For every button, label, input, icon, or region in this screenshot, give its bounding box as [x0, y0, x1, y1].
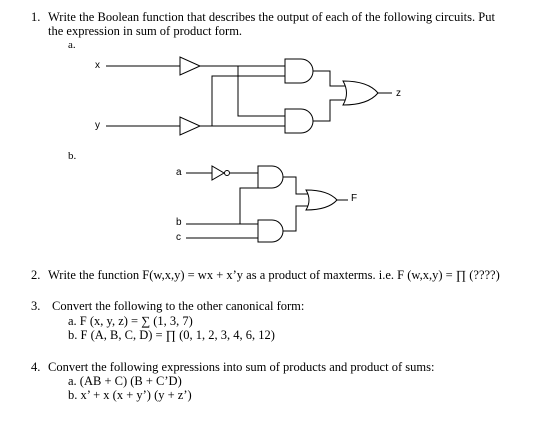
q3-part-b: b. F (A, B, C, D) = ∏ (0, 1, 2, 3, 4, 6,…	[68, 328, 275, 342]
not-gate-a	[211, 165, 225, 181]
q4-part-a: a. (AB + C) (B + C’D)	[68, 374, 182, 388]
q1-text-line1: Write the Boolean function that describe…	[48, 10, 495, 24]
and-gate-1	[284, 58, 314, 84]
wire-and1-to-or	[313, 70, 345, 87]
circuit-b-input-c: c	[176, 232, 181, 243]
q4-number: 4.	[31, 360, 41, 374]
q1-part-b-label: b.	[68, 150, 77, 162]
circuit-a-input-x: x	[95, 60, 100, 71]
q3-number: 3.	[31, 299, 41, 313]
circuit-a-input-y: y	[95, 120, 100, 131]
buffer-y	[179, 116, 202, 136]
and-gate-b2	[257, 219, 284, 243]
circuit-b-output-f: F	[351, 193, 358, 204]
wire-andb2-to-or	[283, 205, 308, 232]
circuit-b-input-b: b	[176, 217, 182, 228]
circuit-b	[186, 165, 348, 243]
q1-number: 1.	[31, 10, 41, 24]
wire-x-to-and2	[237, 66, 285, 117]
circuit-b-input-a: a	[176, 167, 182, 178]
q2-text: Write the function F(w,x,y) = wx + x’y a…	[48, 268, 500, 282]
q3-part-a: a. F (x, y, z) = ∑ (1, 3, 7)	[68, 314, 193, 328]
and-gate-b1	[257, 165, 284, 189]
q4-text: Convert the following expressions into s…	[48, 360, 435, 374]
or-gate	[342, 80, 379, 106]
q4-part-b: b. x’ + x (x + y’) (y + z’)	[68, 388, 192, 402]
wire-and2-to-or	[313, 99, 345, 122]
q3-text: Convert the following to the other canon…	[52, 299, 305, 313]
not-gate-bubble	[224, 170, 230, 176]
or-gate-b	[305, 189, 338, 211]
wire-y-to-and1	[211, 75, 285, 126]
wire-b-to-and1	[239, 187, 258, 224]
q2-number: 2.	[31, 268, 41, 282]
and-gate-2	[284, 108, 314, 134]
q1-part-a-label: a.	[68, 39, 76, 51]
circuit-a-output-z: z	[396, 88, 401, 99]
q1-text-line2: the expression in sum of product form.	[48, 24, 243, 38]
wire-andb1-to-or	[283, 176, 308, 195]
circuit-a	[106, 56, 392, 136]
buffer-x	[179, 56, 202, 76]
